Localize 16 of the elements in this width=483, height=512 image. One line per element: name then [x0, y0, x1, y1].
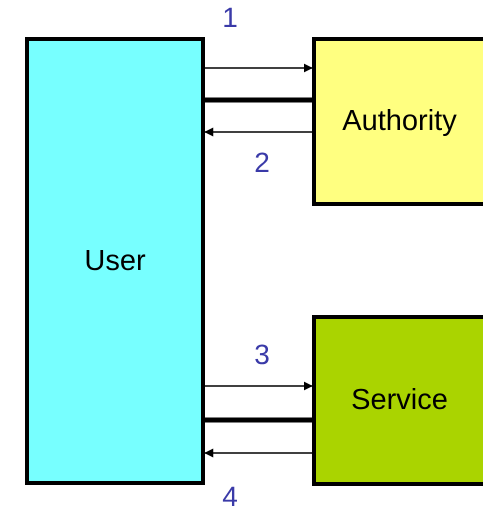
node-label: User [84, 244, 146, 278]
node-label: Authority [342, 105, 457, 138]
connector-line [205, 98, 312, 102]
node-label: Service [351, 384, 448, 417]
edge-label: 3 [254, 339, 270, 371]
arrow [205, 382, 313, 390]
arrow [205, 64, 313, 72]
process-box [312, 315, 483, 486]
arrow [204, 448, 312, 458]
connector-line [205, 418, 312, 422]
edge-label: 1 [222, 2, 238, 34]
edge-label: 4 [222, 481, 238, 512]
arrow [204, 128, 312, 136]
process-box [25, 37, 205, 485]
edge-label: 2 [254, 147, 270, 179]
process-box [312, 37, 483, 206]
